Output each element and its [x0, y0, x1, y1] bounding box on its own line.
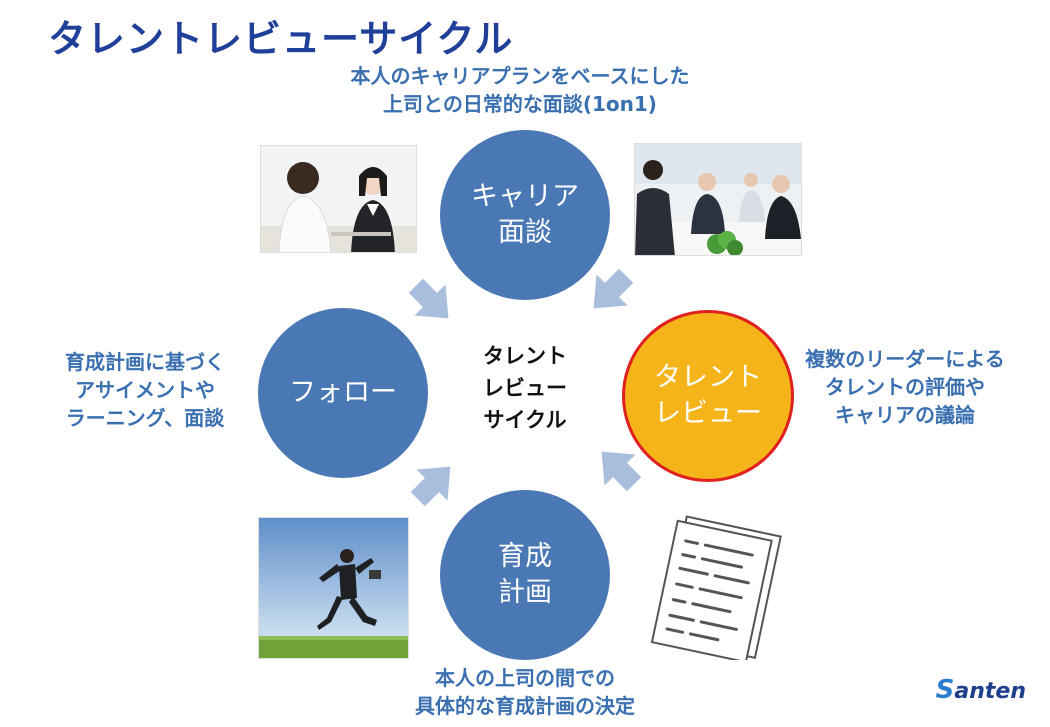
node-follow: フォロー: [258, 308, 428, 478]
page-title: タレントレビューサイクル: [48, 17, 514, 61]
caption-line: 上司との日常的な面談(1on1): [383, 92, 657, 116]
node-review: タレント レビュー: [622, 310, 794, 482]
arrow-follow-to-career-icon: [408, 278, 449, 319]
document-illustration: [645, 512, 785, 664]
caption-plan: 本人の上司の間での 具体的な育成計画の決定: [355, 664, 695, 720]
arrow-review-to-plan-icon: [601, 451, 642, 492]
arrow-plan-to-follow-icon: [410, 466, 451, 507]
caption-career: 本人のキャリアプランをベースにした 上司との日常的な面談(1on1): [300, 62, 740, 118]
caption-line: 複数のリーダーによる: [805, 347, 1005, 371]
meeting-photo: [634, 143, 802, 256]
caption-line: 本人の上司の間での: [435, 666, 615, 690]
caption-line: タレントの評価や: [825, 375, 985, 399]
running-photo: [258, 517, 409, 659]
center-label-line: レビュー: [483, 376, 567, 400]
santen-logo: Santen: [936, 675, 1026, 705]
center-label-line: タレント: [483, 344, 567, 368]
center-label-line: サイクル: [483, 408, 567, 432]
center-label: タレント レビュー サイクル: [455, 340, 595, 436]
node-career: キャリア 面談: [440, 130, 610, 300]
node-label: 面談: [498, 217, 552, 248]
node-plan: 育成 計画: [440, 490, 610, 660]
caption-line: キャリアの議論: [835, 403, 975, 427]
caption-line: 育成計画に基づく: [65, 350, 225, 374]
node-label: 育成: [498, 541, 552, 572]
caption-line: アサイメントや: [75, 378, 215, 402]
logo-mark: S: [935, 675, 955, 705]
node-label: キャリア: [471, 181, 579, 212]
caption-line: ラーニング、面談: [65, 406, 225, 430]
caption-line: 本人のキャリアプランをベースにした: [350, 64, 690, 88]
caption-review: 複数のリーダーによる タレントの評価や キャリアの議論: [790, 345, 1020, 429]
caption-follow: 育成計画に基づく アサイメントや ラーニング、面談: [40, 348, 250, 432]
logo-text: anten: [954, 679, 1026, 704]
arrow-career-to-review-icon: [593, 268, 634, 309]
node-label: レビュー: [654, 398, 762, 429]
node-label: タレント: [654, 362, 762, 393]
node-label: フォロー: [289, 377, 397, 408]
caption-line: 具体的な育成計画の決定: [415, 694, 635, 718]
node-label: 計画: [498, 577, 552, 608]
interview-photo: [260, 145, 417, 253]
